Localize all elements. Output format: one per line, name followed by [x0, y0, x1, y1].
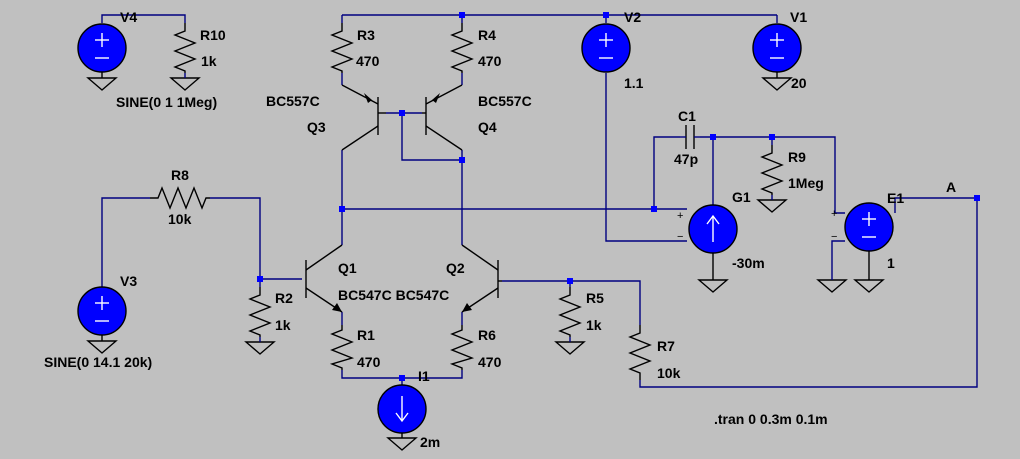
label-v2: V2: [624, 9, 641, 25]
resistor-r4[interactable]: [450, 23, 474, 73]
transistor-q4[interactable]: [422, 84, 463, 151]
label-q3: Q3: [307, 119, 326, 135]
ground-symbols: [86, 73, 885, 451]
svg-text:−: −: [831, 231, 837, 243]
label-q2: Q2: [446, 260, 465, 276]
label-v1: V1: [790, 9, 807, 25]
svg-text:−: −: [677, 231, 683, 243]
vccs-g1[interactable]: + −: [677, 204, 738, 280]
label-i1: I1: [418, 368, 430, 384]
label-r10-value: 1k: [201, 53, 217, 69]
resistor-r9[interactable]: [760, 145, 784, 195]
label-r4: R4: [478, 27, 496, 43]
label-c1-value: 47p: [674, 151, 698, 167]
resistor-r1[interactable]: [329, 325, 355, 370]
label-g1: G1: [732, 189, 751, 205]
label-r6: R6: [478, 327, 496, 343]
svg-text:+: +: [677, 210, 683, 222]
label-r7-value: 10k: [657, 365, 681, 381]
label-r5-value: 1k: [586, 317, 602, 333]
transistor-q1[interactable]: [305, 244, 343, 313]
label-r9: R9: [788, 149, 806, 165]
label-r2: R2: [275, 290, 293, 306]
label-q4-model: BC557C: [478, 93, 532, 109]
label-i1-value: 2m: [420, 434, 440, 450]
label-r2-value: 1k: [275, 317, 291, 333]
label-r5: R5: [586, 290, 604, 306]
resistor-r6[interactable]: [449, 325, 475, 370]
label-r8: R8: [171, 167, 189, 183]
resistor-r10[interactable]: [173, 23, 197, 73]
label-r10: R10: [200, 27, 226, 43]
label-r1: R1: [357, 327, 375, 343]
capacitor-c1[interactable]: [680, 125, 700, 149]
spice-directive: .tran 0 0.3m 0.1m: [714, 411, 828, 427]
label-r6-value: 470: [478, 354, 502, 370]
voltage-source-v2[interactable]: [581, 23, 631, 73]
svg-text:+: +: [831, 208, 837, 220]
voltage-source-v4[interactable]: [77, 23, 127, 78]
label-v1-value: 20: [791, 75, 807, 91]
labels: V4 R10 1k SINE(0 1 1Meg) R3 470 R4 470 V…: [44, 9, 956, 450]
label-r7: R7: [657, 338, 675, 354]
label-v3-value: SINE(0 14.1 20k): [44, 354, 152, 370]
resistor-r3[interactable]: [330, 23, 354, 73]
voltage-source-v1[interactable]: [752, 23, 802, 78]
junctions: [257, 12, 980, 381]
label-v4-value: SINE(0 1 1Meg): [116, 94, 217, 110]
label-r4-value: 470: [478, 53, 502, 69]
label-e1: E1: [887, 190, 904, 206]
label-r3-value: 470: [356, 53, 380, 69]
label-q1-q2-models: BC547C BC547C: [338, 287, 449, 303]
current-source-i1[interactable]: [377, 384, 427, 438]
label-r9-value: 1Meg: [788, 175, 824, 191]
resistor-r7[interactable]: [628, 325, 652, 380]
label-e1-value: 1: [887, 255, 895, 271]
label-c1: C1: [678, 108, 696, 124]
transistor-q2[interactable]: [461, 244, 502, 313]
voltage-source-v3[interactable]: [77, 286, 127, 341]
label-v2-value: 1.1: [624, 75, 644, 91]
wires: [101, 14, 978, 388]
resistor-r5[interactable]: [558, 287, 582, 337]
label-q3-model: BC557C: [266, 93, 320, 109]
vcvs-e1[interactable]: + −: [831, 202, 894, 280]
label-v3: V3: [120, 273, 137, 289]
label-v4: V4: [120, 9, 137, 25]
label-r3: R3: [357, 27, 375, 43]
label-q4: Q4: [478, 119, 497, 135]
resistor-r2[interactable]: [248, 287, 272, 337]
label-r1-value: 470: [357, 354, 381, 370]
label-node-a: A: [946, 179, 956, 195]
transistor-q3[interactable]: [341, 84, 386, 151]
label-r8-value: 10k: [168, 211, 192, 227]
label-g1-value: -30m: [732, 255, 765, 271]
label-q1: Q1: [338, 260, 357, 276]
resistor-r8[interactable]: [150, 186, 210, 210]
